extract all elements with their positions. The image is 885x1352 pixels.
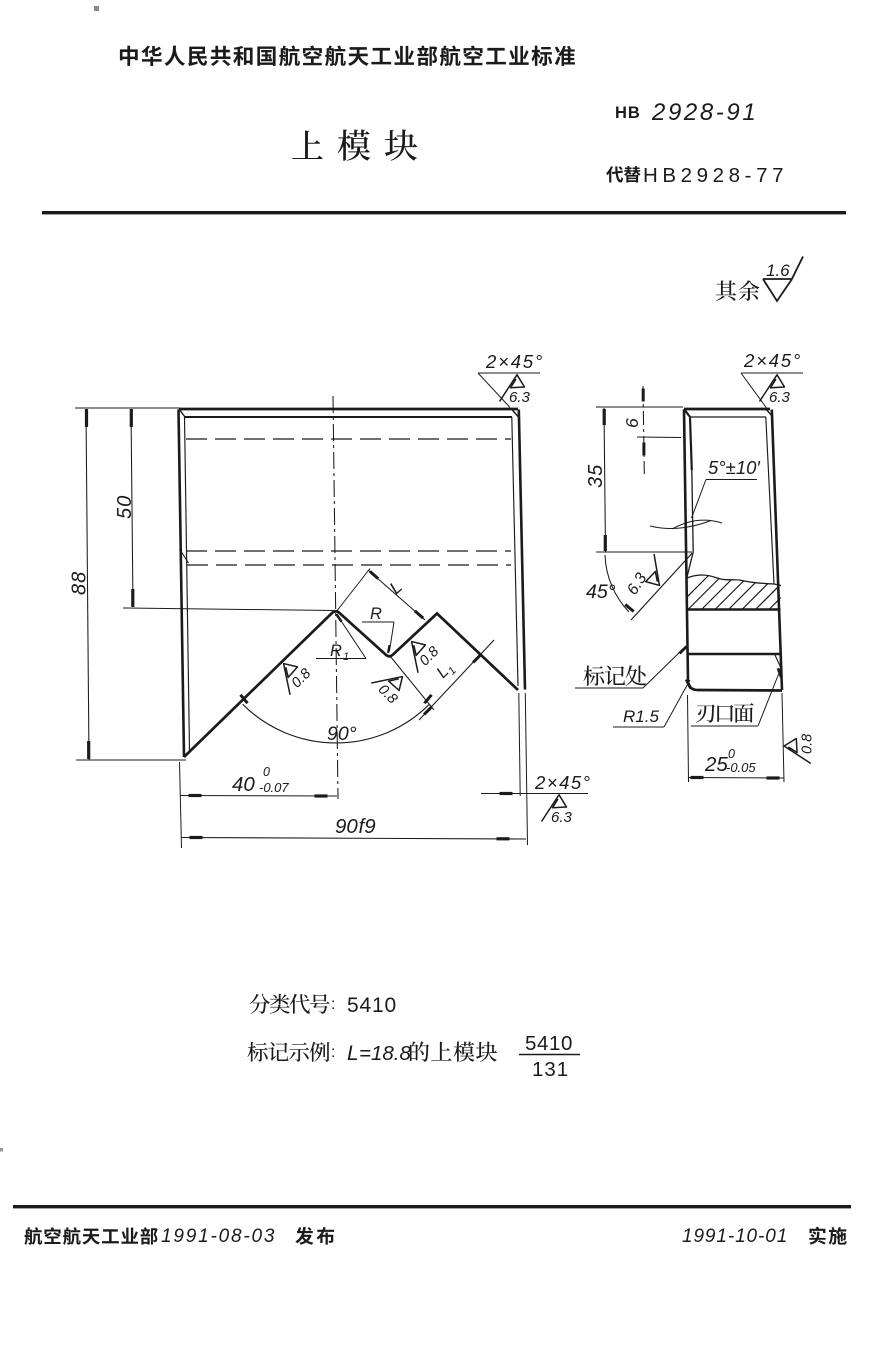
svg-text:131: 131 [532,1058,569,1081]
svg-text:f9: f9 [359,815,376,838]
svg-text:50: 50 [114,495,136,519]
svg-text::: : [331,1044,335,1061]
svg-text:88: 88 [69,571,91,595]
svg-text:=18.8: =18.8 [359,1042,411,1065]
svg-text:40: 40 [232,773,255,796]
svg-text:90°: 90° [327,723,357,745]
svg-text:HB: HB [615,104,641,122]
svg-text:R: R [330,642,342,660]
svg-text:6: 6 [622,418,642,428]
svg-text:-0.07: -0.07 [259,780,289,795]
svg-text:6.3: 6.3 [551,809,573,826]
svg-text:2928-91: 2928-91 [651,99,758,126]
svg-text:0.8: 0.8 [799,734,815,754]
svg-text::: : [331,996,335,1013]
svg-text:1991-08-03: 1991-08-03 [161,1226,276,1247]
svg-text:0: 0 [728,747,735,761]
svg-text:R: R [370,605,382,623]
svg-text:1991-10-01: 1991-10-01 [682,1226,788,1247]
svg-text:2×45°: 2×45° [743,350,802,371]
svg-text:1: 1 [343,651,349,663]
svg-text:5410: 5410 [347,994,397,1017]
svg-text:6.3: 6.3 [769,389,791,406]
svg-text:2×45°: 2×45° [485,351,544,372]
svg-text:25: 25 [704,753,728,776]
svg-text:5410: 5410 [525,1032,573,1055]
svg-text:2×45°: 2×45° [534,772,592,793]
svg-text:45°: 45° [586,581,616,603]
svg-text:90: 90 [335,815,358,838]
svg-text:6.3: 6.3 [509,389,531,406]
svg-text:L: L [347,1042,359,1065]
svg-text:0: 0 [263,765,270,779]
svg-text:-0.05: -0.05 [726,760,756,775]
svg-text:5°±10′: 5°±10′ [708,457,760,478]
svg-text:R1.5: R1.5 [623,707,659,726]
svg-text:35: 35 [585,464,607,488]
svg-text:HB2928-77: HB2928-77 [643,164,788,187]
svg-text:1.6: 1.6 [766,261,790,280]
